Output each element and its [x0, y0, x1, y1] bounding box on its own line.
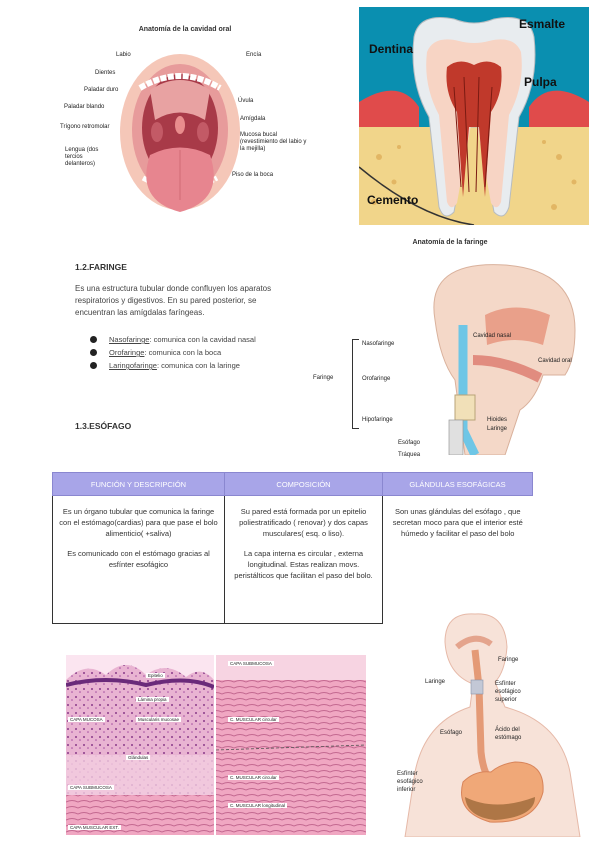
label-lengua: Lengua (dos tercios delanteros) — [65, 147, 99, 167]
pharynx-illustration — [433, 264, 576, 455]
label-body-faringe: Faringe — [498, 657, 519, 663]
tooth-illustration — [359, 7, 589, 225]
pharynx-figure: Nasofaringe Cavidad nasal Faringe Orofar… — [310, 255, 590, 465]
label-cavidad-oral: Cavidad oral — [538, 358, 572, 364]
label-c-muscular-circular-2: C. MUSCULAR circular — [228, 775, 279, 780]
label-labio: Labio — [116, 52, 131, 58]
pharynx-figure-title: Anatomía de la faringe — [412, 239, 488, 246]
list-item: Laringofaringe: comunica con la laringe — [88, 359, 318, 372]
histology-image — [66, 655, 366, 835]
label-glandulas: Glándulas — [126, 755, 151, 760]
label-capa-submucosa-top: CAPA SUBMUCOSA — [228, 661, 274, 666]
mouth-figure-title: Anatomía de la cavidad oral — [138, 26, 232, 33]
label-pulpa: Pulpa — [524, 75, 557, 89]
label-faringe: Faringe — [313, 375, 334, 381]
label-hipofaringe: Hipofaringe — [362, 417, 393, 423]
label-capa-muscular-ext: CAPA MUSCULAR EXT. — [68, 825, 121, 830]
label-cavidad-nasal: Cavidad nasal — [473, 333, 512, 339]
label-mucosa: Mucosa bucal (revestimiento del labio y … — [240, 132, 307, 152]
table-row: Es un órgano tubular que comunica la far… — [52, 495, 533, 624]
label-capa-submucosa-mid: CAPA SUBMUCOSA — [68, 785, 114, 790]
label-piso: Piso de la boca — [232, 172, 274, 178]
label-cemento: Cemento — [367, 193, 419, 207]
label-lamina-propia: Lámina propia — [136, 697, 169, 702]
label-acido: Ácido del estómago — [495, 727, 522, 741]
label-nasofaringe: Nasofaringe — [362, 341, 395, 347]
table-header-cell: COMPOSICIÓN — [224, 472, 383, 496]
table-header-row: FUNCIÓN Y DESCRIPCIÓN COMPOSICIÓN GLÁNDU… — [52, 472, 533, 496]
label-capa-mucosa: CAPA MUCOSA — [68, 717, 105, 722]
label-body-esofago: Esófago — [440, 730, 463, 736]
table-cell: Su pared está formada por un epitelio po… — [224, 495, 383, 624]
label-paladar-blando: Paladar blando — [64, 104, 105, 110]
mouth-figure: Anatomía de la cavidad oral Labio Encía … — [60, 22, 310, 237]
label-esmalte: Esmalte — [519, 17, 566, 31]
body-figure: Faringe Laringe Esfínter esofágico super… — [395, 612, 595, 837]
label-esfinter-sup: Esfínter esofágico superior — [495, 681, 521, 703]
label-orofaringe: Orofaringe — [362, 376, 391, 382]
body-illustration — [404, 613, 581, 837]
table-header-cell: FUNCIÓN Y DESCRIPCIÓN — [52, 472, 225, 496]
label-amigdala: Amígdala — [240, 116, 266, 122]
label-epitelio: Epitelio — [146, 673, 165, 678]
label-trigono: Trígono retromolar — [60, 124, 110, 130]
label-encia: Encía — [246, 52, 262, 58]
heading-esofago: 1.3.ESÓFAGO — [75, 421, 132, 431]
label-paladar-duro: Paladar duro — [84, 87, 119, 93]
mouth-illustration — [120, 54, 240, 212]
label-muscularis: Muscularis mucosae — [136, 717, 182, 722]
table-cell: Es un órgano tubular que comunica la far… — [52, 495, 225, 624]
label-body-laringe: Laringe — [425, 679, 446, 685]
label-c-muscular-circular-1: C. MUSCULAR circular — [228, 717, 279, 722]
label-esfinter-inf: Esfínter esofágico inferior — [397, 771, 423, 793]
label-dentina: Dentina — [369, 42, 414, 56]
label-laringe: Laringe — [487, 426, 508, 432]
tooth-figure: Esmalte Dentina Pulpa Cemento — [359, 7, 589, 225]
faringe-list: Nasofaringe: comunica con la cavidad nas… — [88, 333, 318, 372]
label-c-muscular-longitudinal: C. MUSCULAR longitudinal — [228, 803, 288, 808]
list-item: Nasofaringe: comunica con la cavidad nas… — [88, 333, 318, 346]
heading-faringe: 1.2.FARINGE — [75, 262, 127, 272]
label-esofago: Esófago — [398, 440, 421, 446]
pharynx-brace — [352, 339, 359, 429]
label-uvula: Úvula — [238, 98, 254, 104]
table-cell: Son unas glándulas del esófago , que sec… — [392, 507, 523, 538]
histology-figure: CAPA SUBMUCOSA Epitelio Lámina propia CA… — [66, 655, 366, 835]
label-traquea: Tráquea — [398, 452, 421, 458]
table-header-cell: GLÁNDULAS ESOFÁGICAS — [382, 472, 533, 496]
esofago-table: FUNCIÓN Y DESCRIPCIÓN COMPOSICIÓN GLÁNDU… — [52, 472, 533, 624]
list-item: Orofaringe: comunica con la boca — [88, 346, 318, 359]
label-dientes: Dientes — [95, 70, 116, 76]
faringe-paragraph: Es una estructura tubular donde confluye… — [75, 284, 272, 317]
label-hioides: Hioides — [487, 417, 508, 423]
